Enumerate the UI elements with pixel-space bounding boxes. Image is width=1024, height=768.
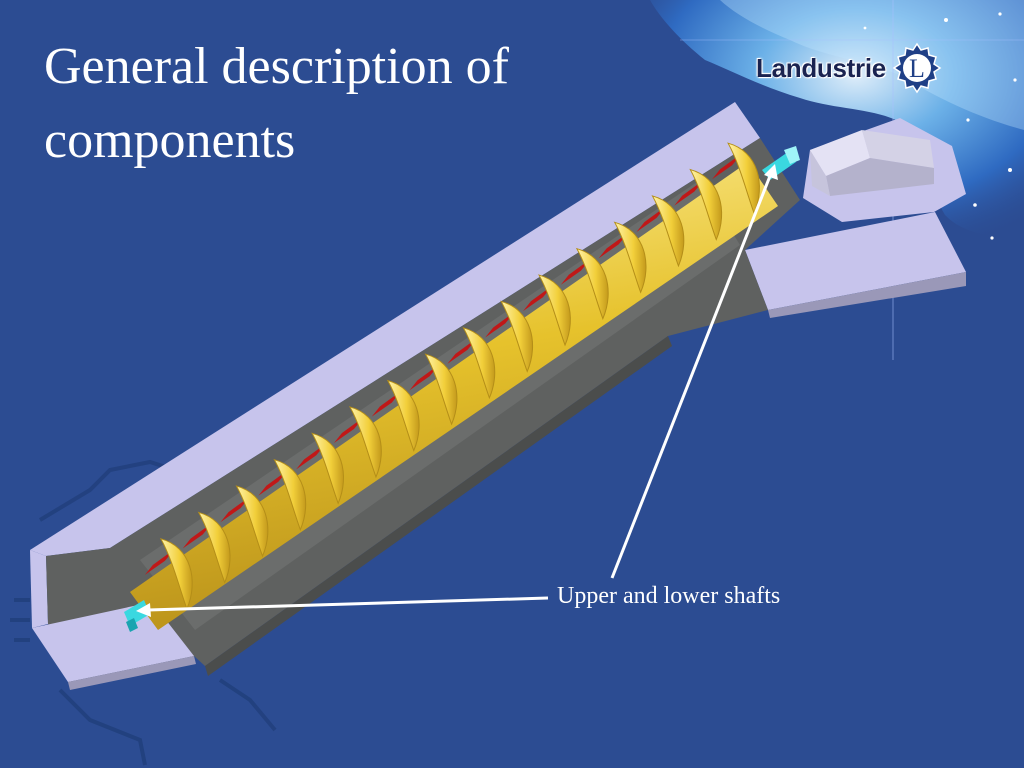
logo-wordmark: Landustrie <box>756 52 886 83</box>
flight-10 <box>500 300 534 373</box>
flight-4 <box>273 458 307 532</box>
flight-8 <box>424 353 458 426</box>
screw-flight-backing <box>144 153 743 575</box>
callout-arrows <box>136 164 778 617</box>
flight-back-16 <box>712 153 743 180</box>
flight-7 <box>386 379 420 452</box>
flight-2 <box>197 511 231 584</box>
flight-back-1 <box>144 548 175 575</box>
flight-back-4 <box>258 469 289 496</box>
flight-12 <box>575 247 609 321</box>
flight-back-12 <box>560 258 591 285</box>
landustrie-logo: Landustrie L <box>756 42 944 94</box>
flight-back-15 <box>674 179 705 206</box>
flight-6 <box>348 406 382 479</box>
flight-11 <box>538 274 571 347</box>
flight-9 <box>462 327 496 400</box>
flight-back-3 <box>220 496 251 523</box>
flight-back-7 <box>371 390 402 417</box>
flight-15 <box>689 168 723 241</box>
flight-back-9 <box>447 337 478 364</box>
flight-back-14 <box>636 205 667 232</box>
flight-back-2 <box>182 522 213 549</box>
flight-back-8 <box>409 364 440 391</box>
screw-flights <box>159 142 760 611</box>
title-line-2: components <box>44 112 296 169</box>
flight-back-13 <box>598 232 629 259</box>
drive-unit <box>810 130 934 196</box>
flight-back-11 <box>523 285 554 312</box>
flight-5 <box>311 432 345 505</box>
lower-shaft <box>124 600 150 632</box>
flight-13 <box>613 221 647 294</box>
gear-icon: L <box>892 42 942 94</box>
logo-letter: L <box>909 54 925 83</box>
shafts-callout-label: Upper and lower shafts <box>557 583 781 609</box>
title-line-1: General description of <box>44 38 509 95</box>
flight-14 <box>651 195 685 268</box>
flight-back-10 <box>485 311 516 338</box>
flight-3 <box>235 485 269 558</box>
flight-back-6 <box>333 416 364 443</box>
flight-back-5 <box>296 443 327 470</box>
slide-title: General description of components <box>44 30 664 178</box>
